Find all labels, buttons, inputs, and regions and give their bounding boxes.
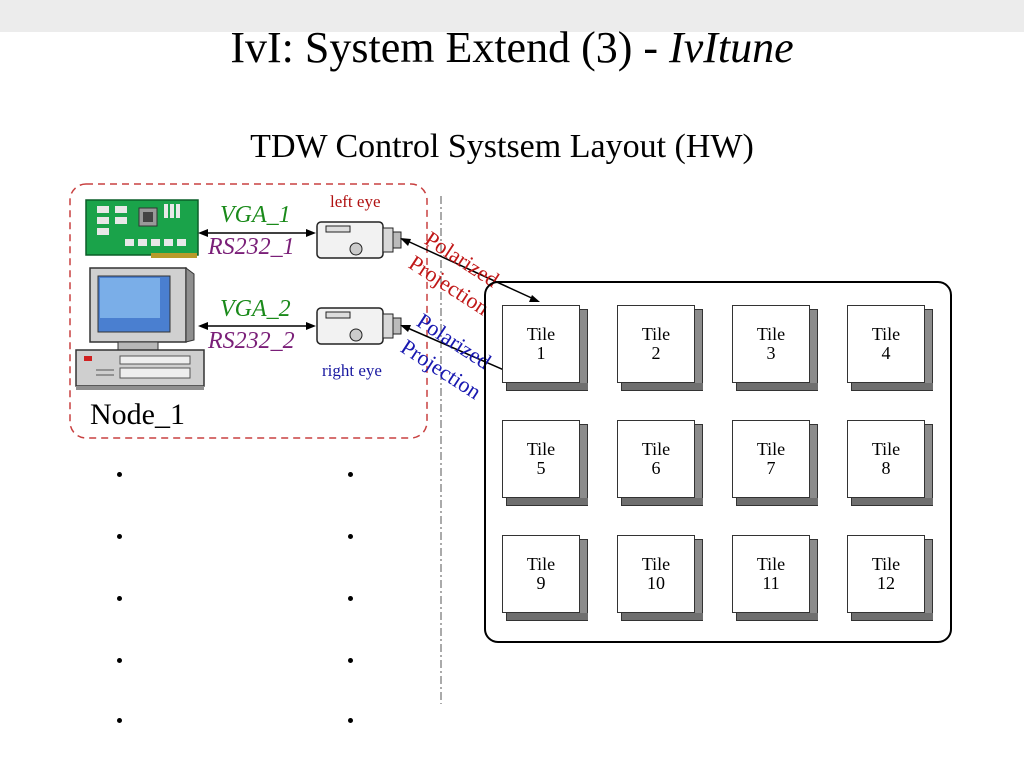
tile-number: 6 bbox=[651, 458, 661, 478]
tile-number: 1 bbox=[536, 343, 546, 363]
tile-number: 10 bbox=[647, 573, 665, 593]
tile-word: Tile bbox=[641, 324, 671, 344]
vga-2-label: VGA_2 bbox=[220, 296, 291, 322]
rs232-1-label: RS232_1 bbox=[208, 234, 295, 260]
right-eye-label: right eye bbox=[322, 361, 382, 380]
slide-title-main: IvI: System Extend (3) - bbox=[230, 23, 670, 72]
graphics-card-icon bbox=[85, 199, 199, 258]
tile-word: Tile bbox=[871, 324, 901, 344]
node-label: Node_1 bbox=[90, 398, 185, 431]
tile-word: Tile bbox=[871, 439, 901, 459]
tile-number: 3 bbox=[766, 343, 776, 363]
diagram-subtitle: TDW Control Systsem Layout (HW) bbox=[250, 128, 754, 165]
continuation-dot bbox=[348, 718, 353, 723]
vga-1-label: VGA_1 bbox=[220, 202, 291, 228]
tile-number: 8 bbox=[881, 458, 891, 478]
rs232-2-label: RS232_2 bbox=[208, 328, 295, 354]
tile-word: Tile bbox=[641, 439, 671, 459]
tiled-display-wall bbox=[484, 281, 952, 643]
tile-word: Tile bbox=[526, 324, 556, 344]
tile-word: Tile bbox=[871, 554, 901, 574]
continuation-dot bbox=[117, 658, 122, 663]
continuation-dot bbox=[117, 718, 122, 723]
projection-arrow-top bbox=[400, 238, 540, 302]
left-eye-label: left eye bbox=[330, 192, 381, 211]
tile-number: 11 bbox=[762, 573, 780, 593]
tile-number: 4 bbox=[881, 343, 891, 363]
tile-number: 7 bbox=[766, 458, 776, 478]
continuation-dot bbox=[117, 472, 122, 477]
continuation-dot bbox=[348, 596, 353, 601]
top-bar bbox=[0, 0, 1024, 32]
tile-number: 2 bbox=[651, 343, 661, 363]
computer-icon bbox=[75, 267, 205, 390]
link-arrow-2 bbox=[198, 322, 316, 330]
tile-word: Tile bbox=[756, 554, 786, 574]
projector-left-icon bbox=[316, 221, 402, 259]
slide-title: IvI: System Extend (3) - IvItune bbox=[0, 22, 1024, 73]
tile-word: Tile bbox=[526, 439, 556, 459]
tile-word: Tile bbox=[756, 439, 786, 459]
tile-word: Tile bbox=[756, 324, 786, 344]
tile-number: 9 bbox=[536, 573, 546, 593]
tile-word: Tile bbox=[641, 554, 671, 574]
tile-number: 12 bbox=[877, 573, 895, 593]
continuation-dot bbox=[348, 658, 353, 663]
slide-title-italic: IvItune bbox=[669, 23, 794, 72]
link-arrow-1 bbox=[198, 229, 316, 237]
continuation-dot bbox=[117, 596, 122, 601]
continuation-dot bbox=[117, 534, 122, 539]
projector-right-icon bbox=[316, 307, 402, 345]
continuation-dot bbox=[348, 534, 353, 539]
tile-word: Tile bbox=[526, 554, 556, 574]
continuation-dot bbox=[348, 472, 353, 477]
node-container bbox=[69, 183, 428, 439]
tile-number: 5 bbox=[536, 458, 546, 478]
